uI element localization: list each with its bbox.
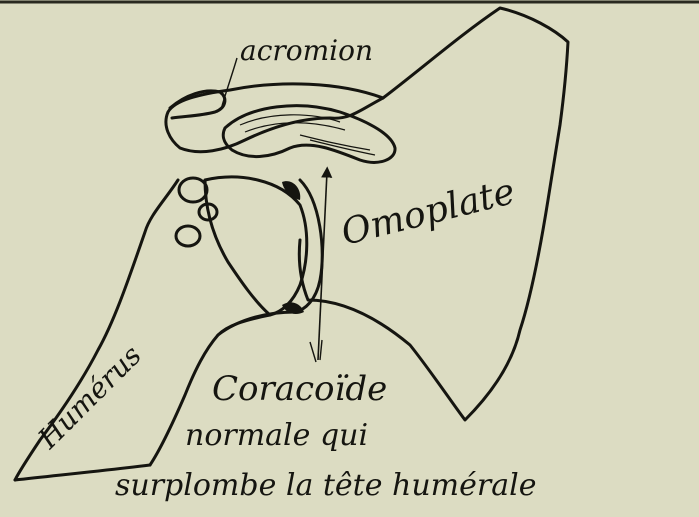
label-acromion: acromion: [240, 34, 373, 67]
label-coracoide: Coracoïde: [212, 369, 387, 409]
caption-line-1: normale qui: [185, 418, 368, 453]
caption-line-2: surplombe la tête humérale: [115, 468, 536, 503]
